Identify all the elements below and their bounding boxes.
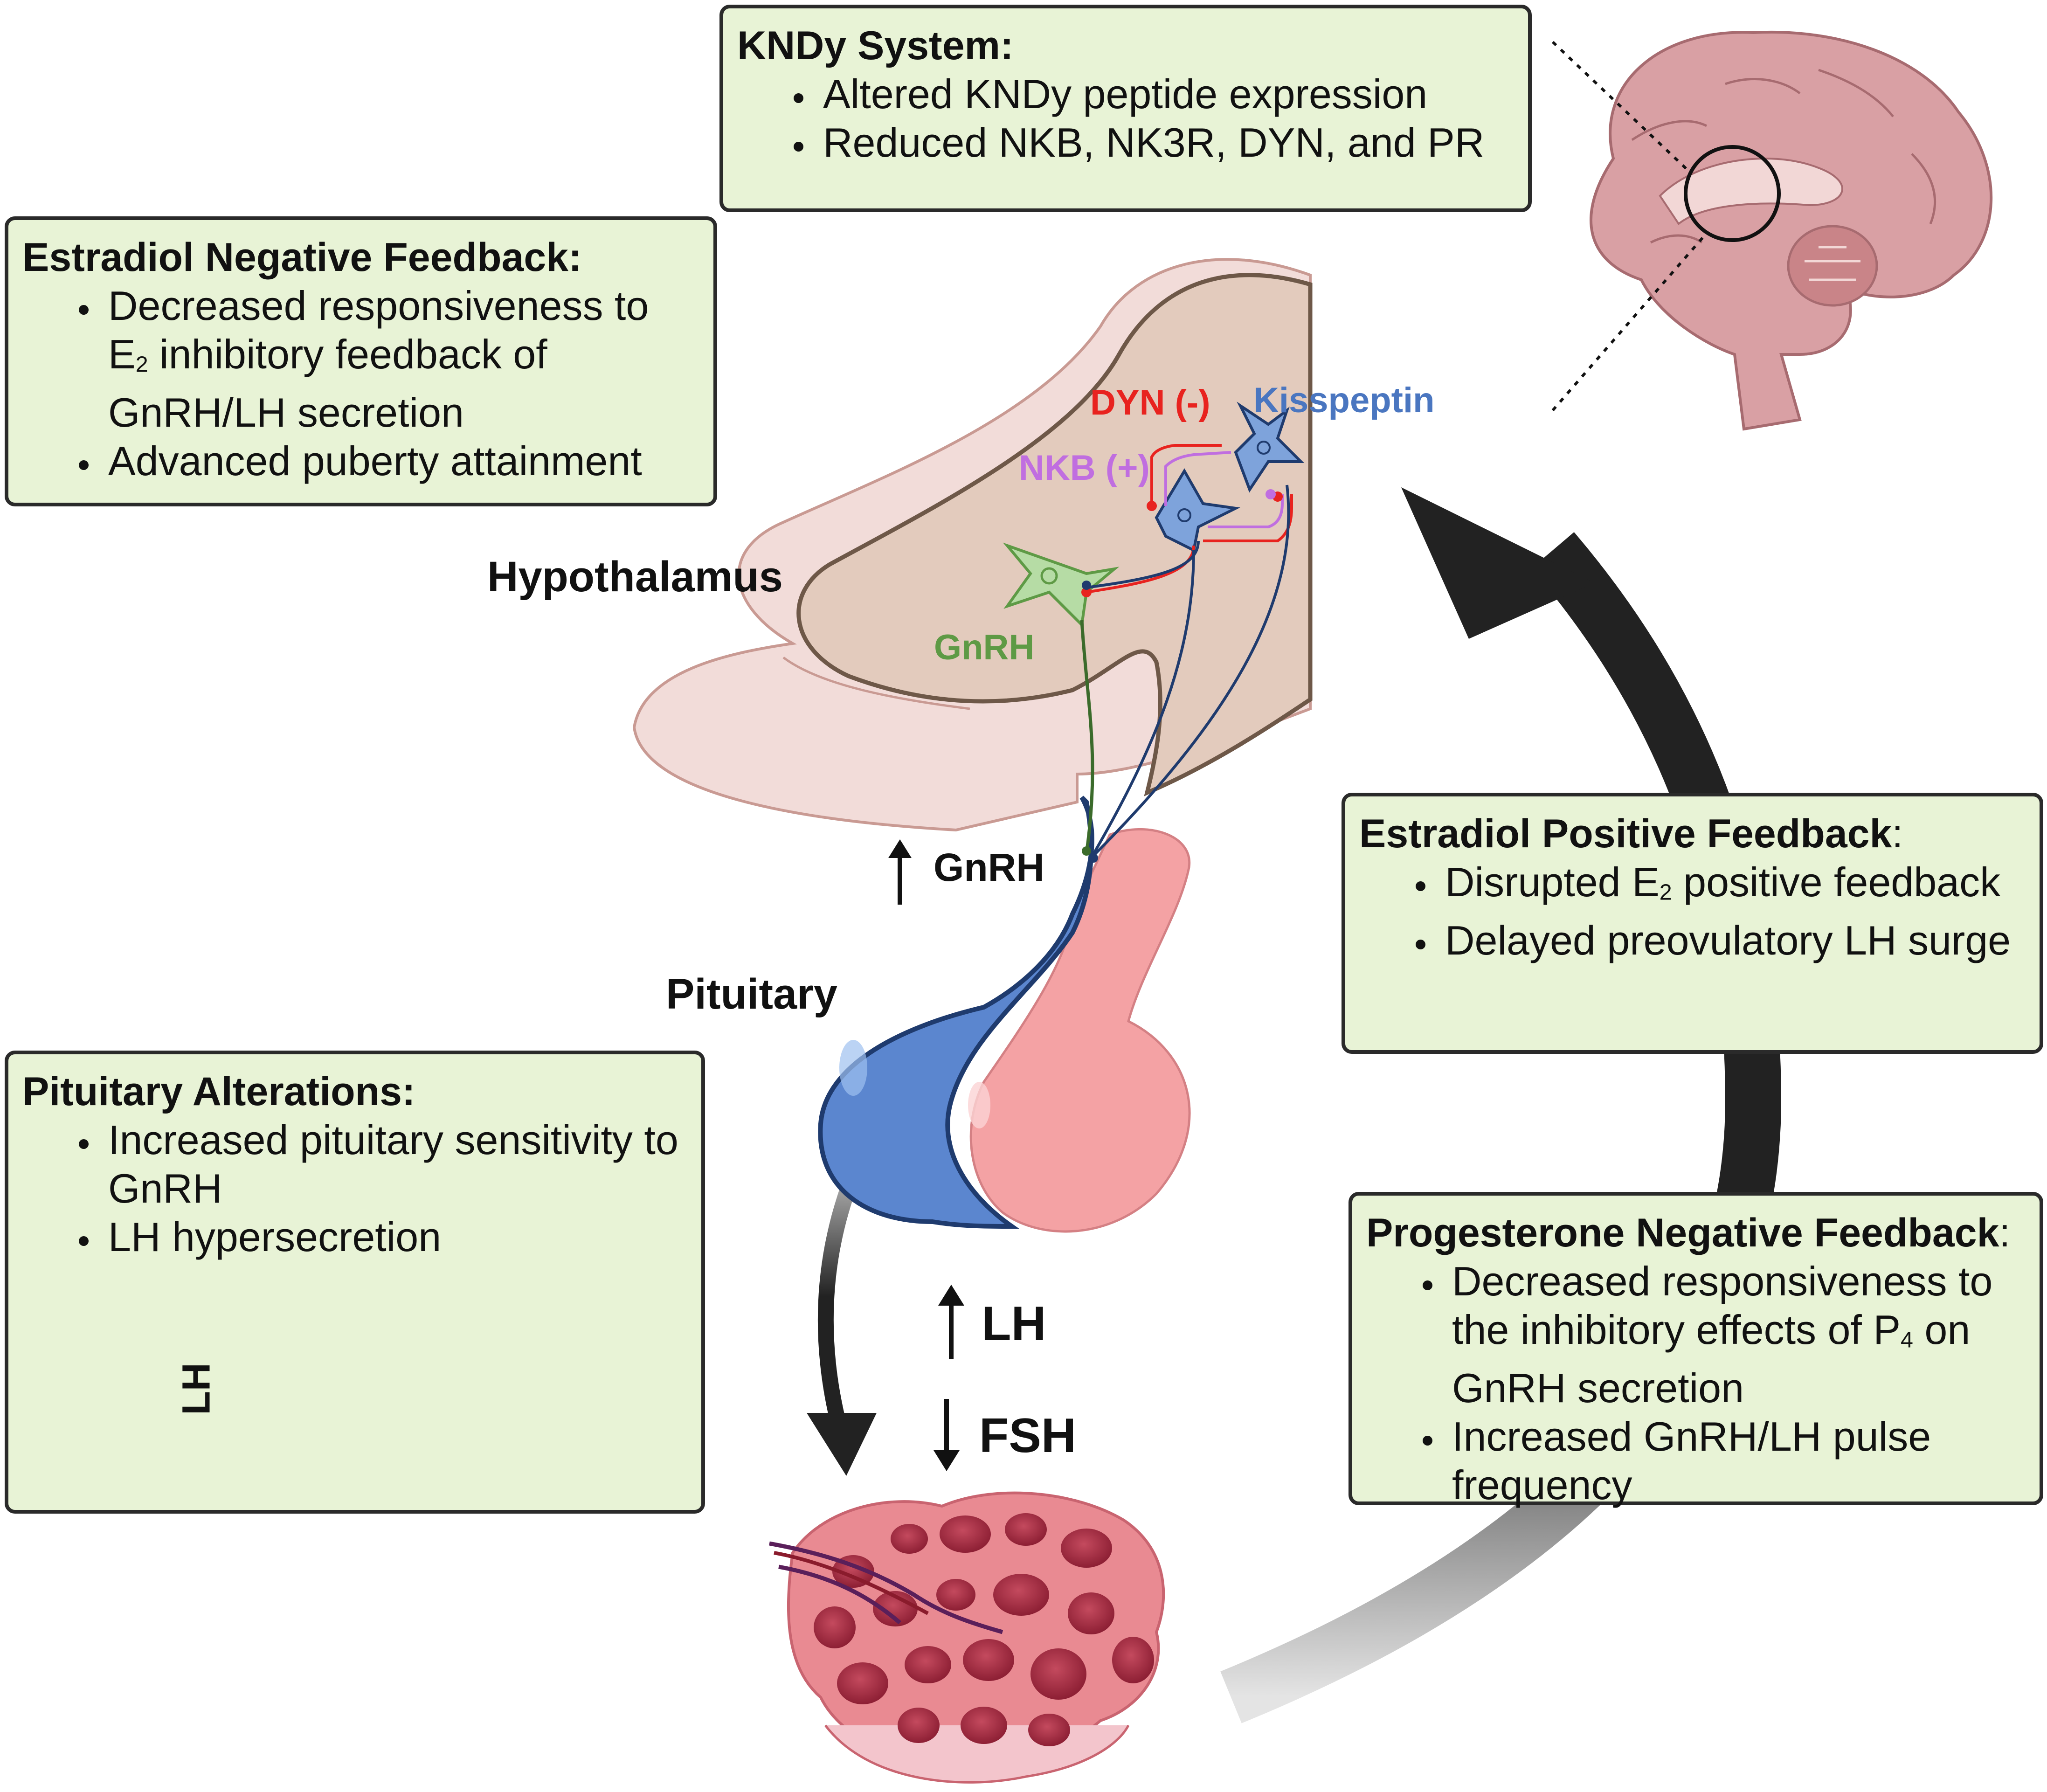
lh-label: LH [982,1297,1046,1351]
lh-up-arrow-icon [938,1285,964,1359]
progesterone-negative-feedback-box: Progesterone Negative Feedback: Decrease… [1349,1192,2043,1508]
pituitary-alterations-box: Pituitary Alterations: Increased pituita… [5,1051,705,1514]
list-item: Increased GnRH/LH pulse frequency [1445,1412,2026,1509]
pituitary-alterations-title: Pituitary Alterations: [22,1069,415,1114]
list-item: Advanced puberty attainment [102,437,699,485]
kisspeptin-label: Kisspeptin [1253,381,1435,420]
dyn-label: DYN (-) [1090,383,1210,422]
progesterone-negative-feedback-title: Progesterone Negative Feedback: [1366,1211,2011,1255]
fsh-down-arrow-icon [934,1399,960,1471]
estradiol-negative-feedback-box: Estradiol Negative Feedback: Decreased r… [5,216,717,506]
kisspeptin-neuron-upper [1234,401,1305,493]
estradiol-positive-feedback-box: Estradiol Positive Feedback: Disrupted E… [1342,793,2043,1054]
pituitary-label: Pituitary [666,970,838,1018]
ovarian-follicles [814,1513,1154,1746]
lh-chart-axis-label: LH [174,1363,218,1415]
estradiol-negative-feedback-title: Estradiol Negative Feedback: [22,235,582,280]
ovary-illustration [769,1491,1165,1784]
list-item: Decreased responsiveness to E2 inhibitor… [102,282,699,437]
kndy-system-list: Altered KNDy peptide expression Reduced … [737,70,1514,167]
progesterone-negative-feedback-list: Decreased responsiveness to the inhibito… [1366,1257,2026,1509]
list-item: LH hypersecretion [102,1213,687,1261]
pituitary-alterations-list: Increased pituitary sensitivity to GnRH … [22,1116,687,1261]
gnrh-neuron-label: GnRH [934,628,1035,667]
estradiol-positive-feedback-title: Estradiol Positive Feedback: [1359,811,1903,856]
list-item: Altered KNDy peptide expression [816,70,1514,118]
brain-illustration [1551,30,1993,431]
kndy-system-title: KNDy System: [737,23,1014,68]
gnrh-up-arrow-icon [888,839,912,905]
gnrh-release-label: GnRH [934,845,1044,889]
hypothalamus-label: Hypothalamus [487,553,783,601]
estradiol-positive-feedback-list: Disrupted E2 positive feedback Delayed p… [1359,858,2026,965]
list-item: Decreased responsiveness to the inhibito… [1445,1257,2026,1412]
list-item: Reduced NKB, NK3R, DYN, and PR [816,118,1514,167]
fsh-label: FSH [979,1409,1076,1463]
feedback-cycle-arrow [1220,487,1782,1723]
nkb-label: NKB (+) [1019,448,1150,488]
kndy-system-box: KNDy System: Altered KNDy peptide expres… [719,5,1532,212]
estradiol-negative-feedback-list: Decreased responsiveness to E2 inhibitor… [22,282,699,485]
kndy-projections [1081,444,1293,863]
gnrh-neuron [1003,542,1120,854]
hypothalamus-tissue [632,258,1313,832]
list-item: Disrupted E2 positive feedback [1438,858,2026,916]
pituitary-gland [818,796,1191,1233]
list-item: Increased pituitary sensitivity to GnRH [102,1116,687,1213]
kisspeptin-neuron-lower [1155,468,1240,553]
list-item: Delayed preovulatory LH surge [1438,916,2026,965]
